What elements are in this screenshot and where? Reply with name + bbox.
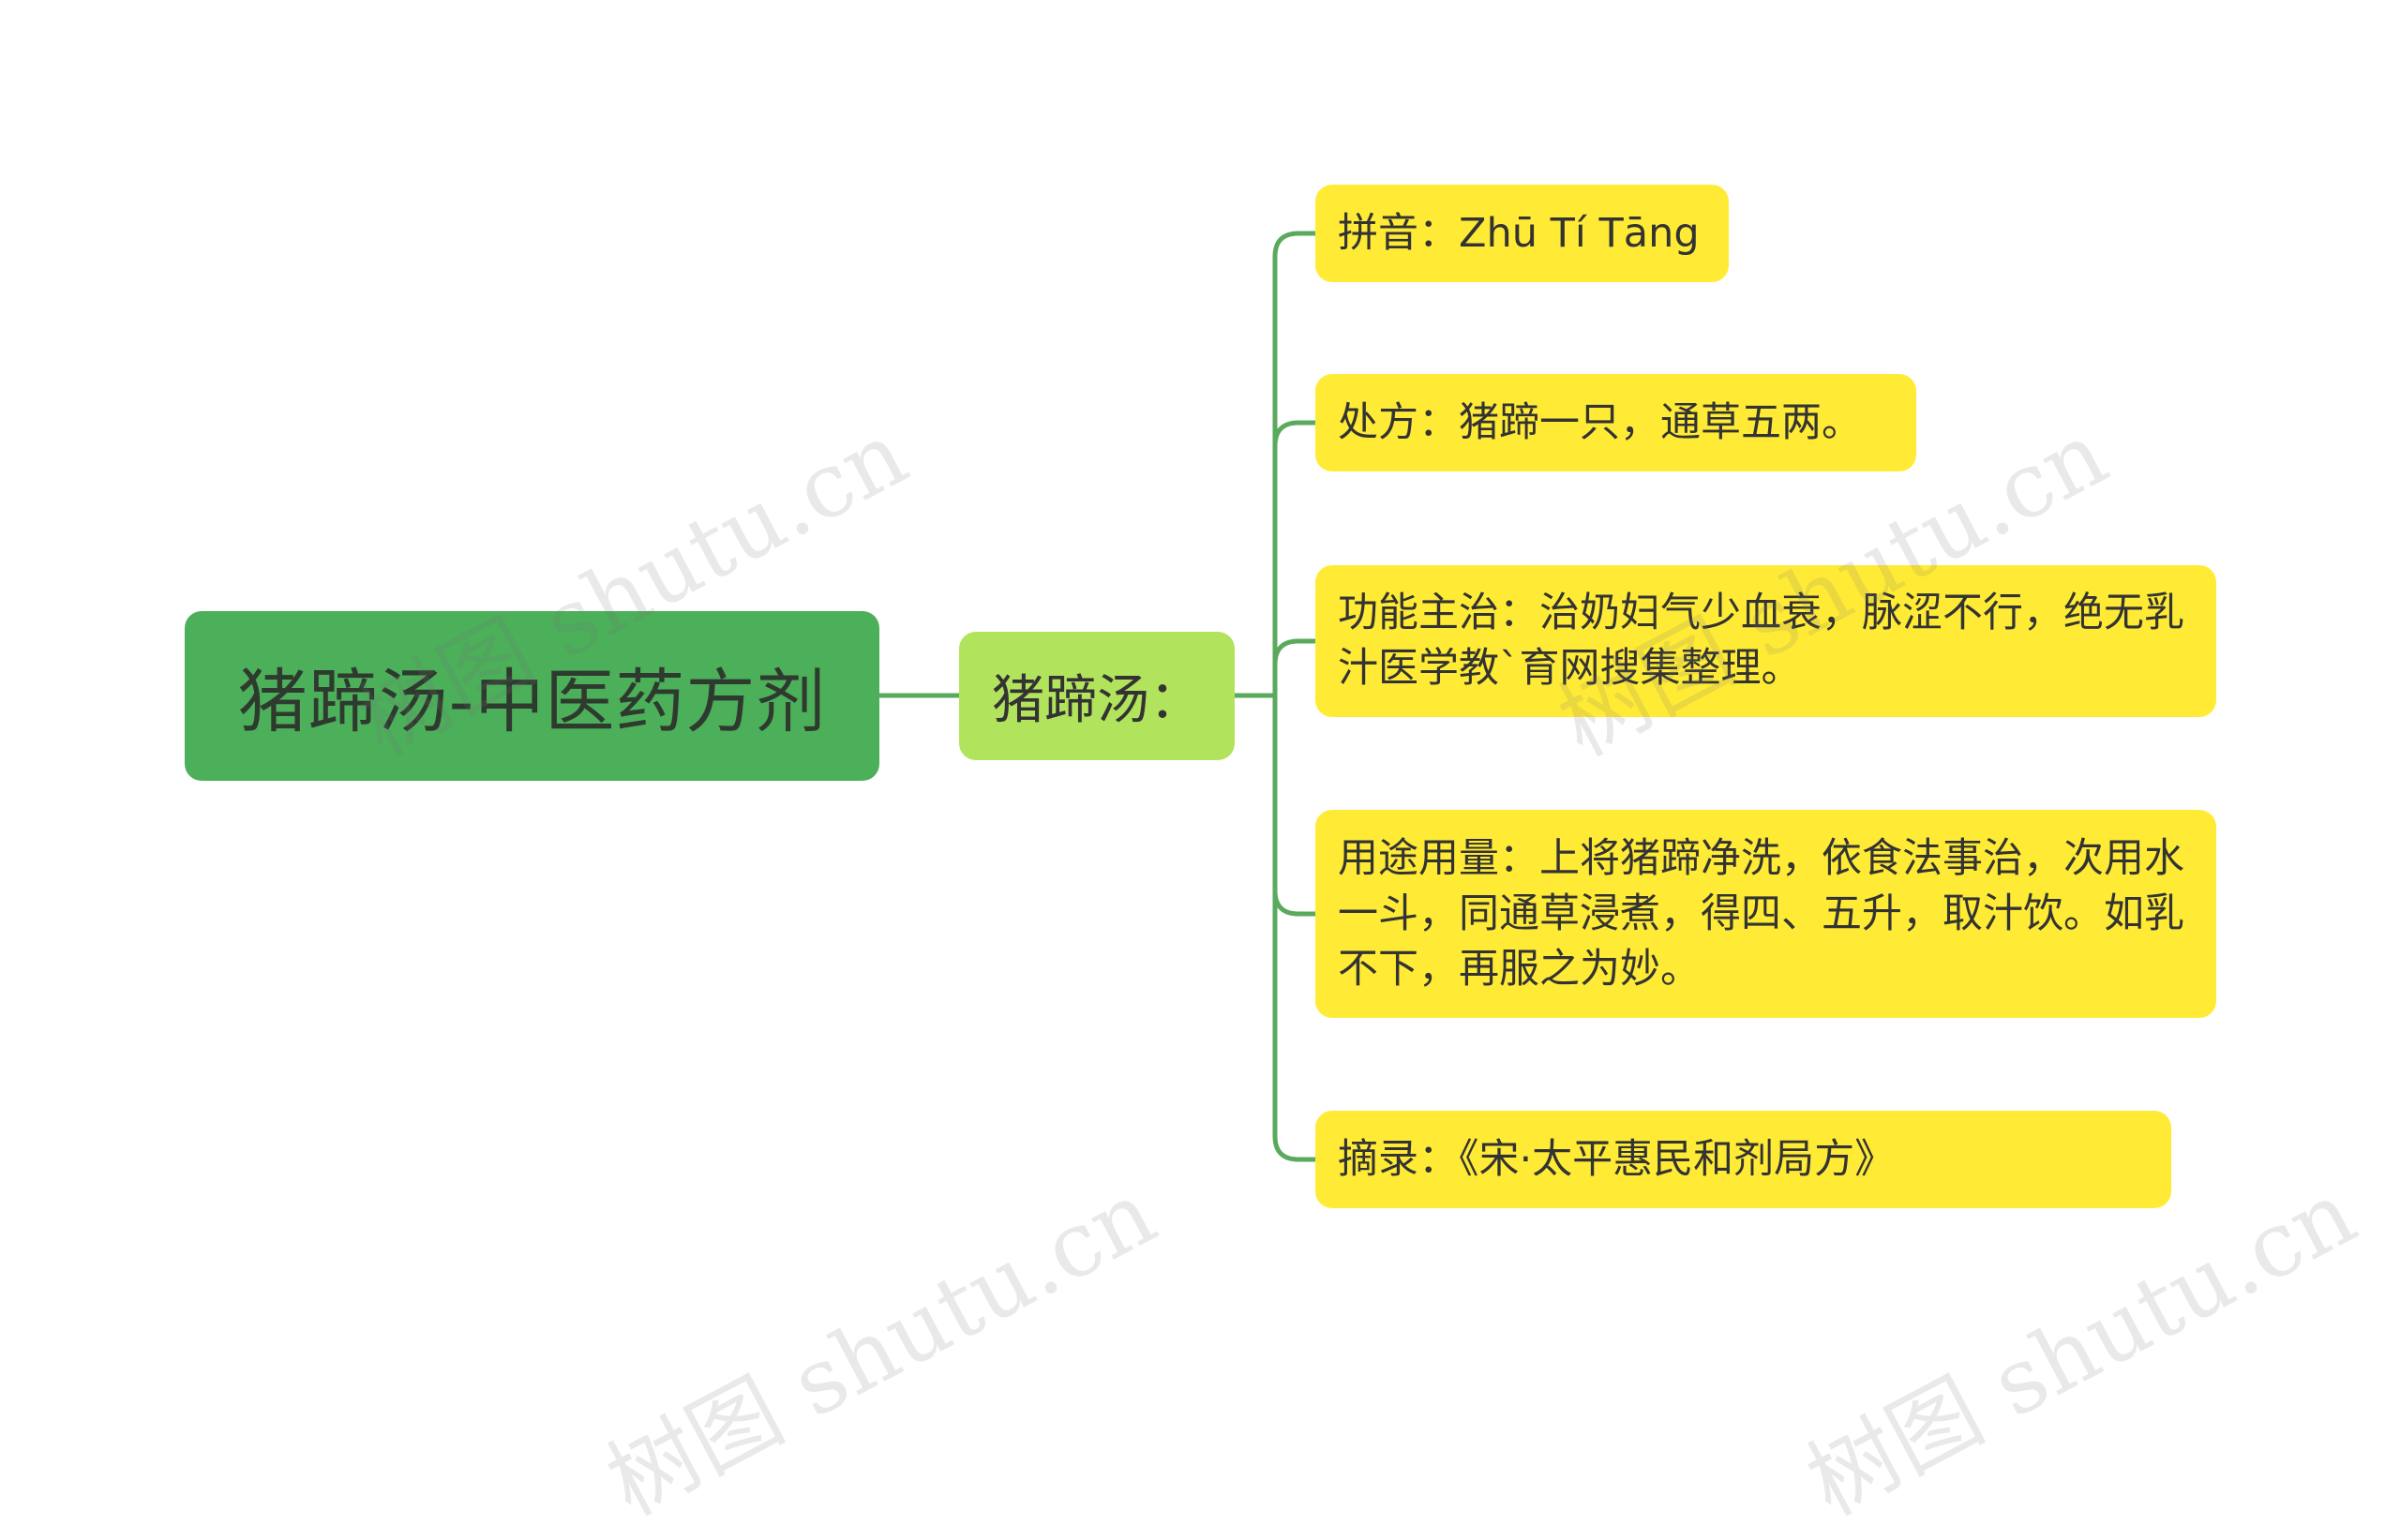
leaf-label-pinyin: 拼音：Zhū Tí Tāng [1338,209,1700,257]
connector-leaf-2 [1272,420,1318,449]
branch-node[interactable]: 猪蹄汤： [959,632,1235,760]
leaf-node-usage[interactable]: 用途用量：上将猪蹄净洗，依食法事治，次用水一斗，同通草浸煮，得四、五升，取汁饮。… [1315,810,2216,1018]
connector-leaf-4 [1272,888,1318,917]
leaf-label-usage: 用途用量：上将猪蹄净洗，依食法事治，次用水一斗，同通草浸煮，得四、五升，取汁饮。… [1338,834,2184,993]
connector-leaf-3 [1272,638,1318,667]
branch-label: 猪蹄汤： [992,670,1202,731]
leaf-node-pinyin[interactable]: 拼音：Zhū Tí Tāng [1315,185,1729,282]
leaf-node-prescription[interactable]: 处方：猪蹄一只，通草五两。 [1315,374,1916,471]
leaf-node-source[interactable]: 摘录：《宋·太平惠民和剂局方》 [1315,1111,2171,1208]
root-label: 猪蹄汤-中医药方剂 [237,662,827,742]
leaf-label-indications: 功能主治：治奶妇气少血衰，脉涩不行，绝无乳汁医学教`育网搜集整理。 [1338,590,2184,692]
connector-leaf-5 [1272,693,1318,1162]
connector-leaf-1 [1272,231,1318,698]
mindmap-canvas: 猪蹄汤-中医药方剂 猪蹄汤： 拼音：Zhū Tí Tāng 处方：猪蹄一只，通草… [185,185,2372,1535]
leaf-node-indications[interactable]: 功能主治：治奶妇气少血衰，脉涩不行，绝无乳汁医学教`育网搜集整理。 [1315,565,2216,717]
root-node[interactable]: 猪蹄汤-中医药方剂 [185,611,879,781]
connector-lines [877,231,1318,1162]
leaf-label-prescription: 处方：猪蹄一只，通草五两。 [1338,398,1862,446]
leaf-label-source: 摘录：《宋·太平惠民和剂局方》 [1338,1135,1896,1183]
